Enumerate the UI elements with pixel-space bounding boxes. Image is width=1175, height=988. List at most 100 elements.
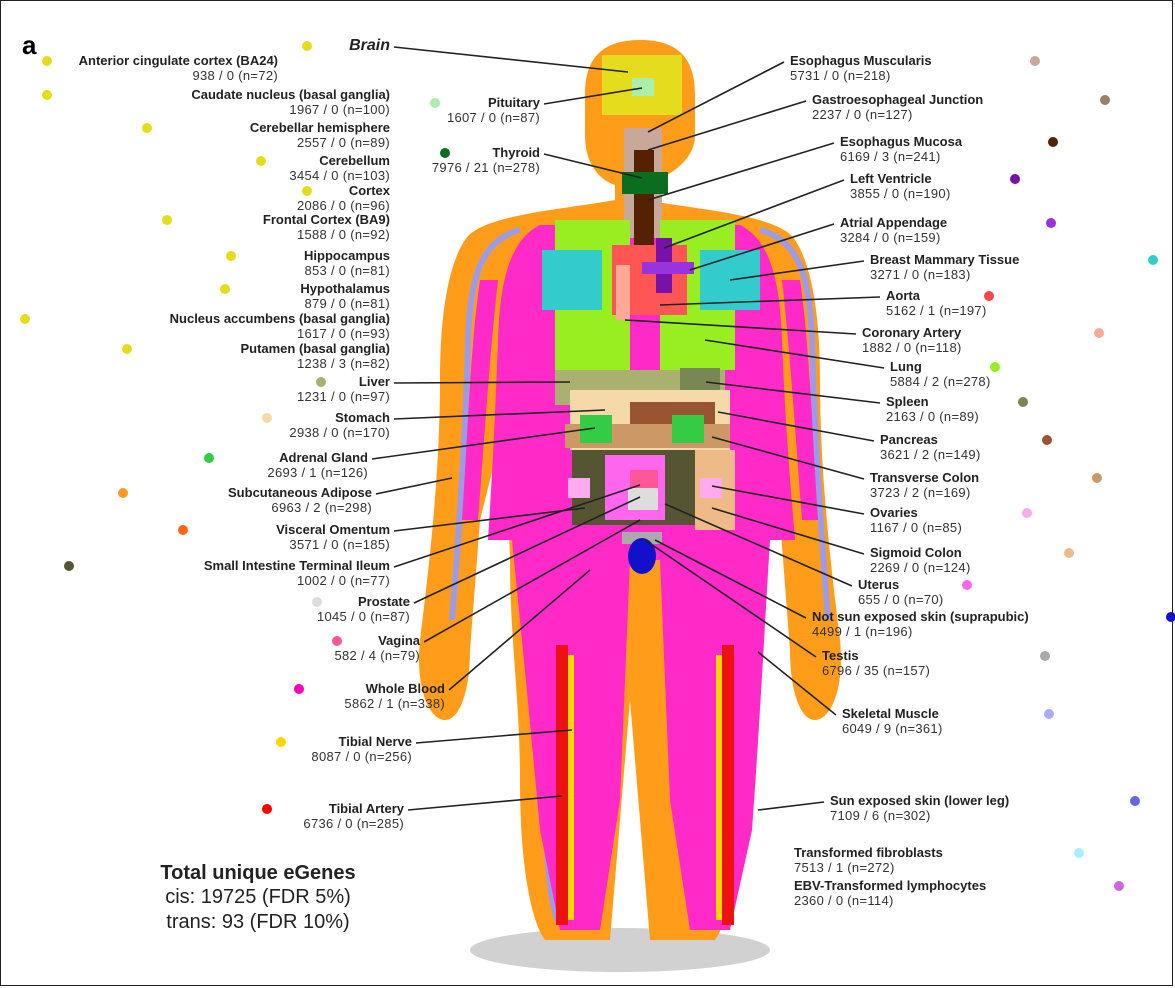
tissue-name: Transformed fibroblasts (794, 845, 943, 860)
tissue-color-dot-stomach (262, 413, 272, 423)
tissue-color-dot-spleen (1018, 397, 1028, 407)
tissue-label-whole-blood: Whole Blood5862 / 1 (n=338) (344, 681, 445, 711)
tissue-color-dot-nucleus-accumbens-basal-ganglia (20, 314, 30, 324)
tissue-label-cerebellar-hemisphere: Cerebellar hemisphere2557 / 0 (n=89) (250, 120, 390, 150)
tissue-color-dot-uterus (962, 580, 972, 590)
tissue-color-dot-anterior-cingulate-cortex-ba24 (42, 56, 52, 66)
tissue-stats: 3271 / 0 (n=183) (870, 267, 1019, 282)
floor-shadow (470, 928, 770, 972)
prostate-block (628, 488, 658, 510)
esophagus-mucosa-block (634, 150, 654, 250)
tissue-stats: 8087 / 0 (n=256) (311, 749, 412, 764)
tissue-name: Transverse Colon (870, 470, 979, 485)
adrenal-right-block (672, 415, 704, 443)
leader-line-liver (394, 382, 570, 383)
tissue-color-dot-not-sun-exposed-skin-suprapubic (1166, 612, 1175, 622)
tissue-color-dot-transformed-fibroblasts (1074, 848, 1084, 858)
tissue-color-dot-small-intestine-terminal-ileum (64, 561, 74, 571)
tissue-label-frontal-cortex-ba9: Frontal Cortex (BA9)1588 / 0 (n=92) (263, 212, 390, 242)
summary-title: Total unique eGenes (108, 862, 408, 885)
tissue-label-pancreas: Pancreas3621 / 2 (n=149) (880, 432, 981, 462)
tissue-color-dot-skeletal-muscle (1044, 709, 1054, 719)
tissue-label-prostate: Prostate1045 / 0 (n=87) (317, 594, 410, 624)
tissue-stats: 655 / 0 (n=70) (858, 592, 944, 607)
tissue-stats: 2163 / 0 (n=89) (886, 409, 979, 424)
tissue-name: Visceral Omentum (276, 522, 390, 537)
tissue-label-left-ventricle: Left Ventricle3855 / 0 (n=190) (850, 171, 951, 201)
tissue-color-dot-testis (1040, 651, 1050, 661)
atrial-block (642, 262, 694, 274)
tissue-stats: 7513 / 1 (n=272) (794, 860, 943, 875)
tissue-stats: 7109 / 6 (n=302) (830, 808, 1009, 823)
tissue-color-dot-transverse-colon (1092, 473, 1102, 483)
tissue-label-liver: Liver1231 / 0 (n=97) (297, 374, 390, 404)
tissue-color-dot-esophagus-muscularis (1030, 56, 1040, 66)
suprapubic-skin (628, 538, 656, 574)
tissue-name: Cerebellum (289, 153, 390, 168)
tissue-name: Spleen (886, 394, 979, 409)
tissue-color-dot-putamen-basal-ganglia (122, 344, 132, 354)
tissue-name: Frontal Cortex (BA9) (263, 212, 390, 227)
tissue-stats: 2360 / 0 (n=114) (794, 893, 986, 908)
tissue-name: Lung (890, 359, 991, 374)
tissue-color-dot-sun-exposed-skin-lower-leg (1130, 796, 1140, 806)
tissue-label-not-sun-exposed-skin-suprapubic: Not sun exposed skin (suprapubic)4499 / … (812, 609, 1029, 639)
tissue-name: Atrial Appendage (840, 215, 947, 230)
tissue-color-dot-left-ventricle (1010, 174, 1020, 184)
tissue-stats: 3284 / 0 (n=159) (840, 230, 947, 245)
leader-line-sun-exposed-skin-lower-leg (758, 802, 824, 810)
tissue-stats: 4499 / 1 (n=196) (812, 624, 1029, 639)
tissue-name: Esophagus Muscularis (790, 53, 932, 68)
tissue-name: Pituitary (447, 95, 540, 110)
tissue-color-dot-whole-blood (294, 684, 304, 694)
tissue-stats: 1238 / 3 (n=82) (240, 356, 390, 371)
tissue-name: Pancreas (880, 432, 981, 447)
tissue-color-dot-atrial-appendage (1046, 218, 1056, 228)
tissue-stats: 6169 / 3 (n=241) (840, 149, 962, 164)
tissue-stats: 1231 / 0 (n=97) (297, 389, 390, 404)
tibial-nerve-right (716, 655, 722, 920)
tissue-label-hippocampus: Hippocampus853 / 0 (n=81) (304, 248, 390, 278)
tissue-color-dot-lung (990, 362, 1000, 372)
tissue-color-dot-tibial-nerve (276, 737, 286, 747)
tissue-color-dot-sigmoid-colon (1064, 548, 1074, 558)
panel-label: a (22, 30, 36, 61)
tibial-artery-right (722, 645, 734, 925)
tissue-name: Adrenal Gland (267, 450, 368, 465)
tissue-name: Small Intestine Terminal Ileum (204, 558, 390, 573)
summary-cis: cis: 19725 (FDR 5%) (108, 885, 408, 910)
tissue-stats: 5731 / 0 (n=218) (790, 68, 932, 83)
tibial-nerve-left (568, 655, 574, 920)
tissue-color-dot-brain (302, 41, 312, 51)
tissue-name: Uterus (858, 577, 944, 592)
tissue-color-dot-vagina (332, 636, 342, 646)
tissue-label-ebv-transformed-lymphocytes: EBV-Transformed lymphocytes2360 / 0 (n=1… (794, 878, 986, 908)
tissue-label-putamen-basal-ganglia: Putamen (basal ganglia)1238 / 3 (n=82) (240, 341, 390, 371)
tissue-name: Anterior cingulate cortex (BA24) (79, 53, 278, 68)
tissue-stats: 2693 / 1 (n=126) (267, 465, 368, 480)
tissue-label-vagina: Vagina582 / 4 (n=79) (334, 633, 420, 663)
tissue-stats: 1002 / 0 (n=77) (204, 573, 390, 588)
tissue-name: Tibial Nerve (311, 734, 412, 749)
tissue-name: Whole Blood (344, 681, 445, 696)
tissue-color-dot-hippocampus (226, 251, 236, 261)
tissue-name: Aorta (886, 288, 987, 303)
tissue-stats: 3454 / 0 (n=103) (289, 168, 390, 183)
tissue-name: Subcutaneous Adipose (228, 485, 372, 500)
coronary-block (616, 265, 630, 320)
tissue-stats: 938 / 0 (n=72) (79, 68, 278, 83)
tissue-name: Hippocampus (304, 248, 390, 263)
tissue-color-dot-adrenal-gland (204, 453, 214, 463)
tissue-name: Hypothalamus (300, 281, 390, 296)
tissue-name: Not sun exposed skin (suprapubic) (812, 609, 1029, 624)
